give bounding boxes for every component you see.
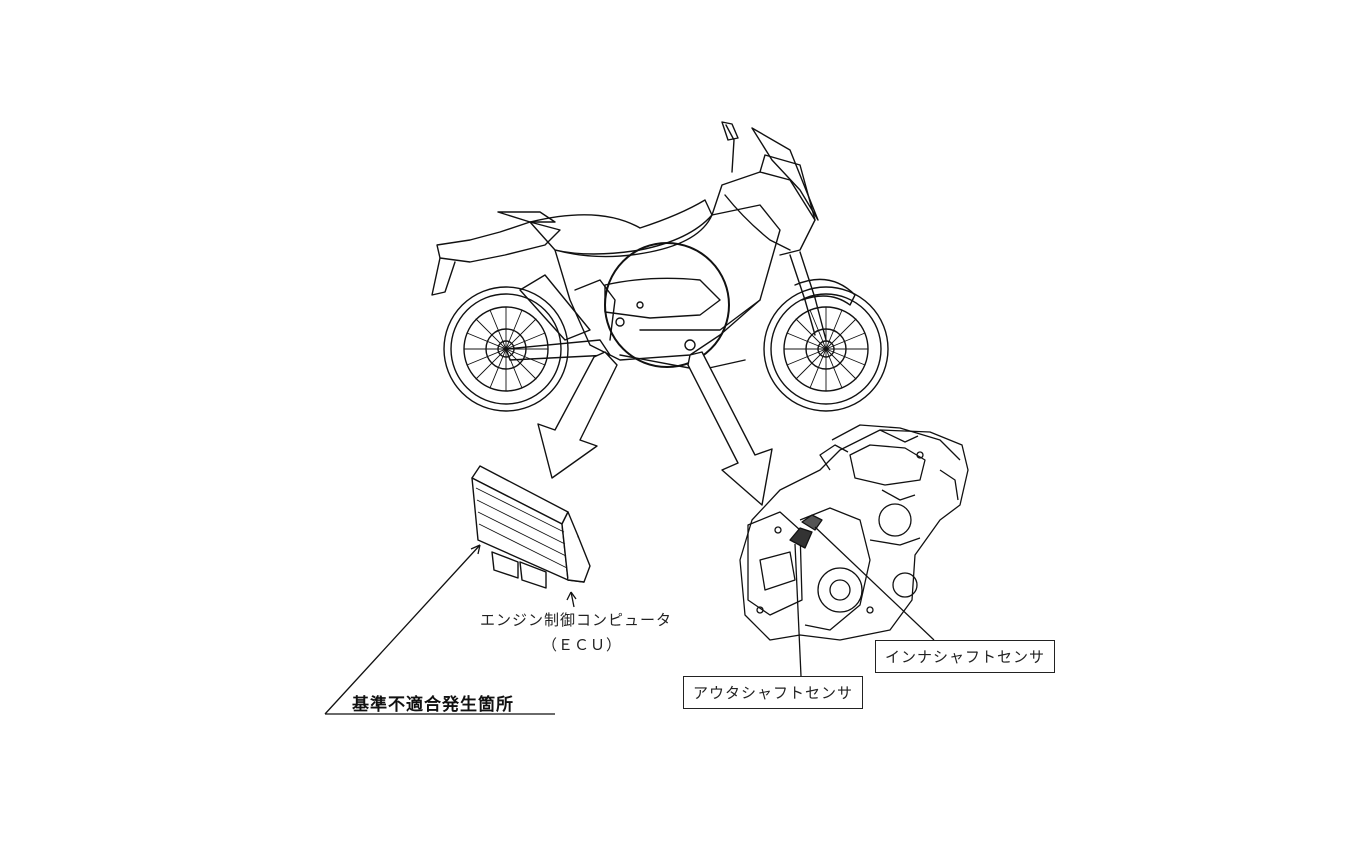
focus-circle [604, 242, 730, 368]
front-wheel [763, 286, 889, 412]
ecu-name-label: エンジン制御コンピュータ [480, 611, 673, 629]
motorcycle-illustration [431, 121, 889, 412]
defect-location-label: 基準不適合発生箇所 [352, 695, 514, 715]
outer-shaft-sensor-label: アウタシャフトセンサ [683, 676, 864, 709]
arrow-to-engine [687, 351, 773, 506]
ecu-abbr-label: （ＥＣＵ） [542, 636, 623, 654]
inner-shaft-sensor-label: インナシャフトセンサ [875, 640, 1056, 673]
arrow-to-ecu [537, 351, 618, 479]
leader-lines [324, 526, 935, 715]
engine-illustration [739, 424, 969, 641]
ecu-illustration [471, 465, 591, 589]
